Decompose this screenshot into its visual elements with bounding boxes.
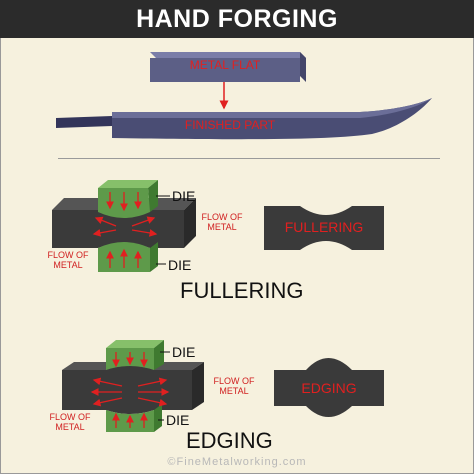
fullering-die-top (98, 180, 158, 218)
edging-die-top-label: DIE (172, 344, 196, 360)
page-title: HAND FORGING (136, 5, 338, 33)
edging-die-bottom-label: DIE (166, 412, 190, 428)
edging-workpiece (62, 362, 204, 414)
edging-flow-left-label: FLOW OF METAL (49, 412, 91, 432)
edging-caption: EDGING (186, 428, 273, 453)
fullering-flow-right-label: FLOW OF METAL (201, 212, 243, 232)
fullering-result-shape (264, 206, 384, 250)
finished-part-blade (56, 98, 432, 140)
fullering-flow-left-label: FLOW OF METAL (47, 250, 89, 270)
fullering-result-label: FULLERING (284, 219, 364, 235)
edging-result-shape (274, 358, 384, 417)
edging-result-label: EDGING (301, 380, 357, 396)
fullering-caption: FULLERING (180, 278, 304, 303)
edging-flow-arrows (90, 352, 170, 428)
edging-die-top (106, 340, 164, 370)
fullering-flow-arrows (92, 192, 158, 268)
fullering-die-top-label: DIE (172, 188, 196, 204)
edging-flow-right-label: FLOW OF METAL (213, 376, 255, 396)
title-bar (0, 0, 474, 38)
section-divider (58, 158, 440, 159)
fullering-die-bottom-label: DIE (168, 257, 192, 273)
metal-flat-bar (150, 52, 306, 82)
site-credit: ©FineMetalworking.com (167, 456, 307, 468)
finished-part-label: FINISHED PART (184, 118, 276, 132)
metal-flat-label: METAL FLAT (189, 58, 261, 72)
